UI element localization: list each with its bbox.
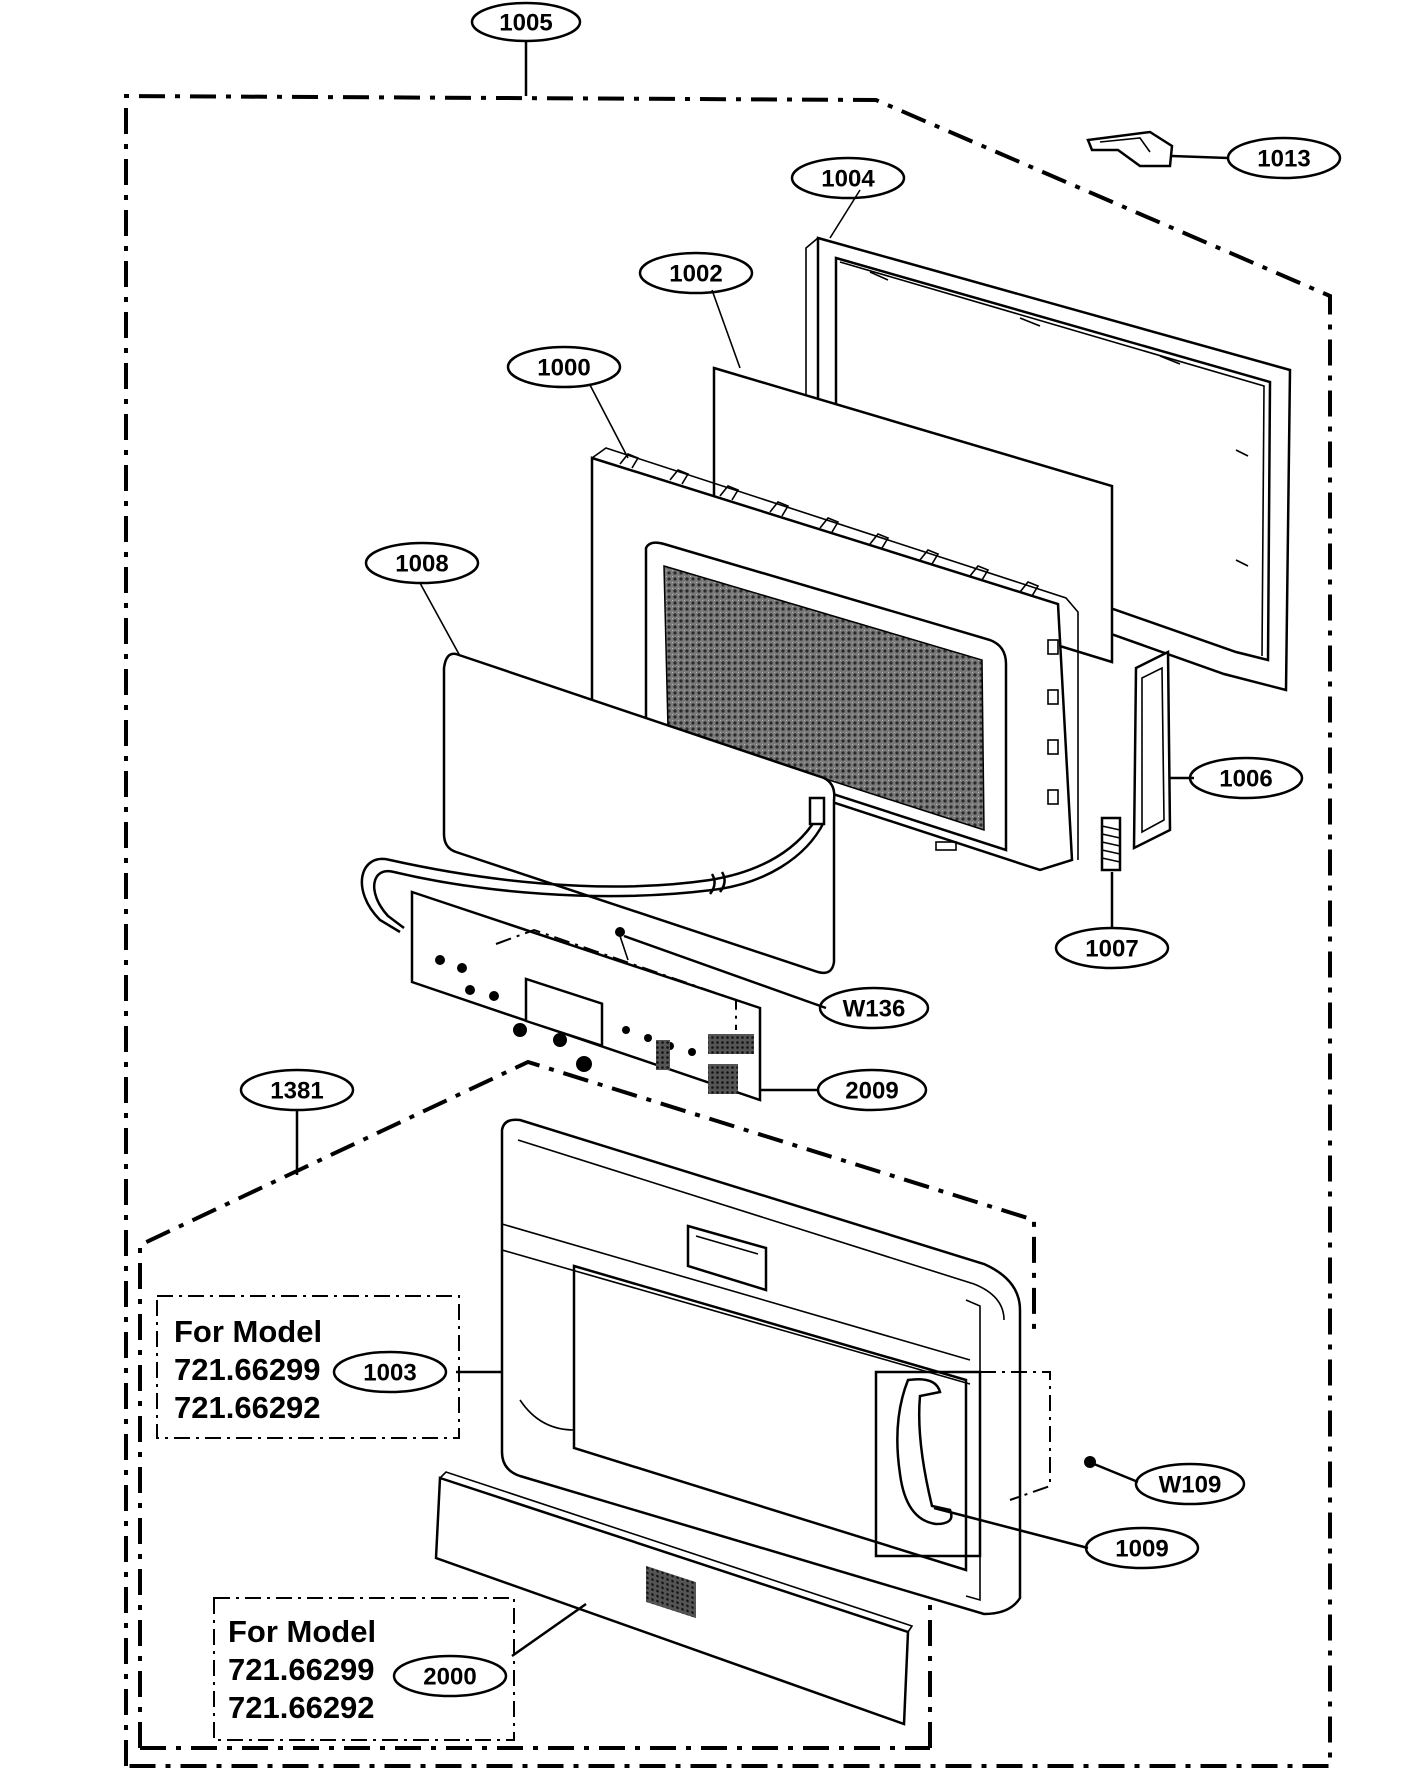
part-1006-hinge-bracket	[1132, 649, 1194, 851]
callout-w109[interactable]: W109	[1134, 1462, 1246, 1506]
callout-label: 1002	[669, 261, 722, 288]
model-number: 721.66292	[174, 1390, 321, 1425]
model-note-box-1003: For Model 721.66299 721.66292	[156, 1295, 460, 1439]
callout-label: 1008	[395, 551, 448, 578]
callout-1008[interactable]: 1008	[364, 541, 480, 585]
part-w109-screw	[1084, 1456, 1139, 1484]
callout-2000[interactable]: 2000	[392, 1654, 508, 1698]
callout-label: 2009	[845, 1078, 898, 1105]
callout-label: 1003	[363, 1360, 416, 1387]
wire-harness	[360, 796, 826, 934]
callout-label: 1381	[270, 1078, 323, 1105]
callout-label: 1013	[1257, 146, 1310, 173]
model-number: 721.66299	[228, 1652, 375, 1687]
model-number: 721.66299	[174, 1352, 321, 1387]
callout-1000[interactable]: 1000	[506, 345, 622, 389]
callout-2009[interactable]: 2009	[816, 1068, 928, 1112]
callout-label: 1004	[821, 166, 875, 193]
part-1000-inner-door-panel	[589, 384, 1079, 872]
callout-1381[interactable]: 1381	[239, 1068, 355, 1112]
model-note-title: For Model	[228, 1614, 376, 1649]
callout-1013[interactable]: 1013	[1226, 136, 1342, 180]
part-1009-door-handle	[874, 1370, 1089, 1558]
part-1003-door-front	[456, 1118, 1022, 1616]
callout-1006[interactable]: 1006	[1188, 756, 1304, 800]
part-1007-spring	[1100, 816, 1122, 928]
callout-label: 1007	[1085, 936, 1138, 963]
callout-label: 1009	[1115, 1536, 1168, 1563]
callout-label: 1000	[537, 355, 590, 382]
part-2000-bottom-trim	[434, 1471, 914, 1726]
part-1004-door-frame	[805, 189, 1292, 692]
callout-label: 1005	[499, 10, 552, 37]
callout-1007[interactable]: 1007	[1054, 926, 1170, 970]
callout-label: 2000	[423, 1664, 476, 1691]
callout-label: 1006	[1219, 766, 1272, 793]
part-1008-choke-cover	[419, 582, 836, 975]
model-number: 721.66292	[228, 1690, 375, 1725]
callout-label: W109	[1159, 1472, 1222, 1499]
model-note-title: For Model	[174, 1314, 322, 1349]
callout-label: W136	[843, 996, 906, 1023]
callout-1009[interactable]: 1009	[1084, 1526, 1200, 1570]
part-2009-control-board	[410, 890, 827, 1102]
callout-1003[interactable]: 1003	[332, 1350, 448, 1394]
assembly-1381-boundary	[138, 1059, 1036, 1748]
part-1013-latch-hook	[1086, 130, 1229, 168]
model-note-box-2000: For Model 721.66299 721.66292	[213, 1597, 515, 1741]
callout-1005[interactable]: 1005	[470, 1, 582, 43]
assembly-1005-boundary	[124, 93, 1332, 1768]
callout-w136[interactable]: W136	[818, 986, 930, 1030]
callout-1004[interactable]: 1004	[790, 156, 906, 200]
callout-1002[interactable]: 1002	[638, 251, 754, 295]
